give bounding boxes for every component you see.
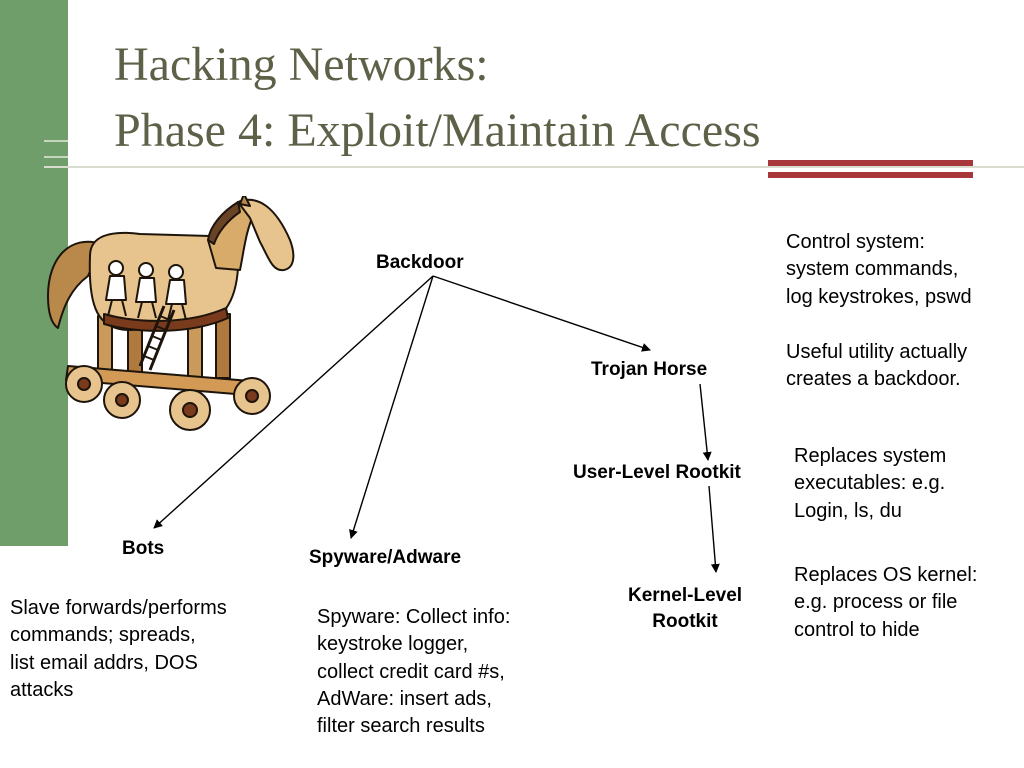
desc-spyware-adware: Spyware: Collect info: keystroke logger,… (317, 606, 511, 738)
sidebar-tick (44, 156, 68, 158)
accent-bar (768, 172, 973, 178)
title-line-2: Phase 4: Exploit/Maintain Access (114, 104, 761, 157)
arrow-backdoor-to-spyware (349, 275, 434, 539)
desc-bots: Slave forwards/performs commands; spread… (10, 597, 227, 701)
arrow-trojan-to-user-rootkit (699, 383, 712, 461)
title-line-1: Hacking Networks: (114, 38, 489, 91)
title-rule (44, 166, 1024, 168)
accent-bar (768, 160, 973, 166)
sidebar-tick (44, 140, 68, 142)
node-user-level-rootkit: User-Level Rootkit (573, 462, 741, 483)
desc-trojan-horse: Useful utility actually creates a backdo… (786, 341, 968, 391)
desc-backdoor: Control system: system commands, log key… (786, 231, 972, 308)
arrow-backdoor-to-trojan (432, 275, 651, 352)
node-spyware-adware: Spyware/Adware (309, 547, 462, 568)
desc-user-level-rootkit: Replaces system executables: e.g. Login,… (794, 445, 947, 522)
desc-kernel-level-rootkit: Replaces OS kernel: e.g. process or file… (794, 564, 978, 641)
arrow-user-rootkit-to-kernel-rootkit (708, 485, 720, 573)
arrow-backdoor-to-bots (153, 275, 434, 529)
node-trojan-horse: Trojan Horse (591, 359, 708, 380)
node-bots: Bots (122, 538, 165, 559)
node-backdoor: Backdoor (376, 252, 464, 273)
node-kernel-level-rootkit: Kernel-Level Rootkit (628, 585, 743, 632)
slide-title: Hacking Networks: Phase 4: Exploit/Maint… (114, 32, 761, 164)
trojan-horse-illustration (47, 196, 295, 431)
